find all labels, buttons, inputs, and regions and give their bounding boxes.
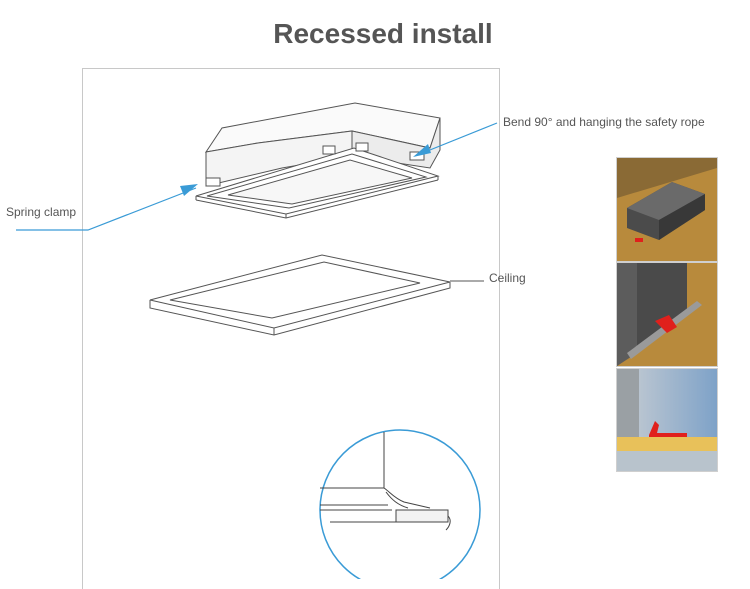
detail-magnifier — [319, 429, 481, 579]
photo-clip-ceiling — [616, 368, 718, 472]
ceiling-label: Ceiling — [489, 271, 526, 285]
spring-clamp-arrow — [180, 184, 198, 196]
bend-arrow — [413, 144, 431, 157]
page-title: Recessed install — [273, 18, 493, 49]
spring-clamp-leader — [16, 187, 197, 231]
light-fixture — [195, 102, 441, 219]
ceiling-frame — [149, 254, 451, 336]
bend-safety-rope-label: Bend 90° and hanging the safety rope — [503, 115, 705, 129]
photo-fixture-housing — [616, 157, 718, 262]
spring-clamp-label: Spring clamp — [6, 205, 77, 219]
diagram-frame — [82, 68, 500, 589]
photo-spring-clamp — [616, 262, 718, 367]
